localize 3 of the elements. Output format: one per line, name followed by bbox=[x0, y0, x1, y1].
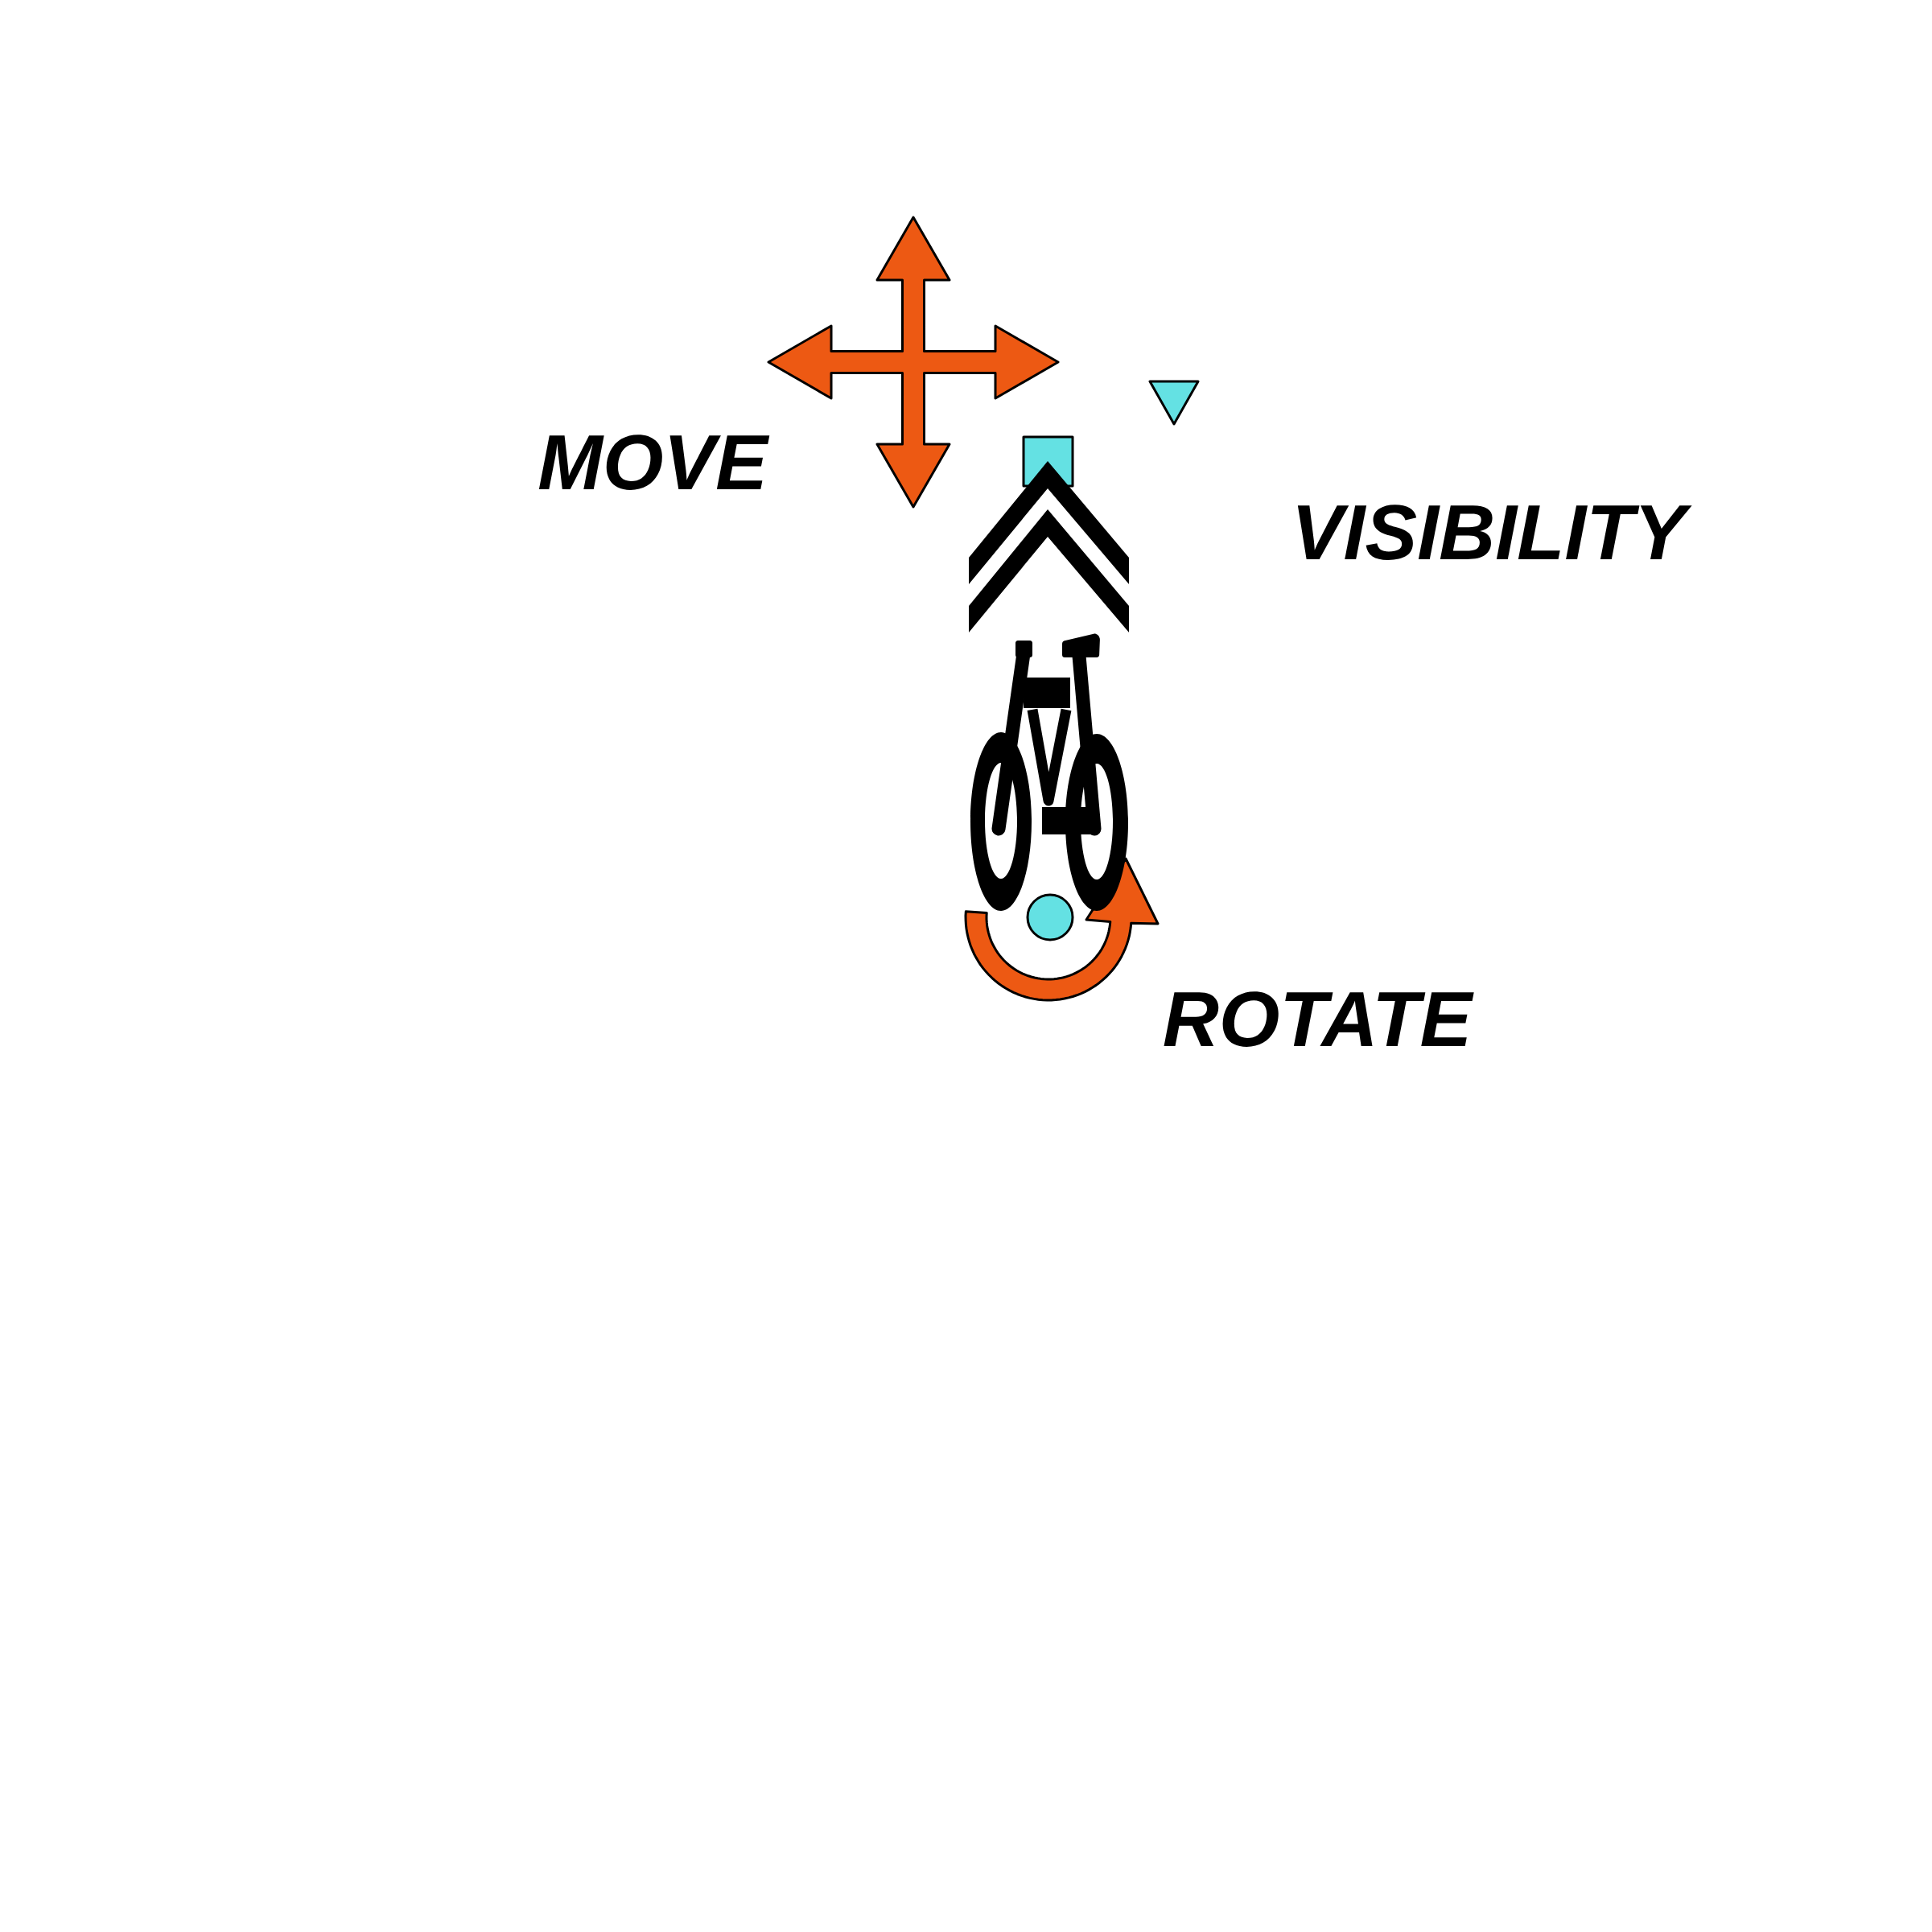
action-label: MOVE bbox=[538, 435, 770, 490]
action-label: VISIBILITY bbox=[1297, 505, 1692, 560]
action-label: ROTATE bbox=[1164, 991, 1474, 1047]
